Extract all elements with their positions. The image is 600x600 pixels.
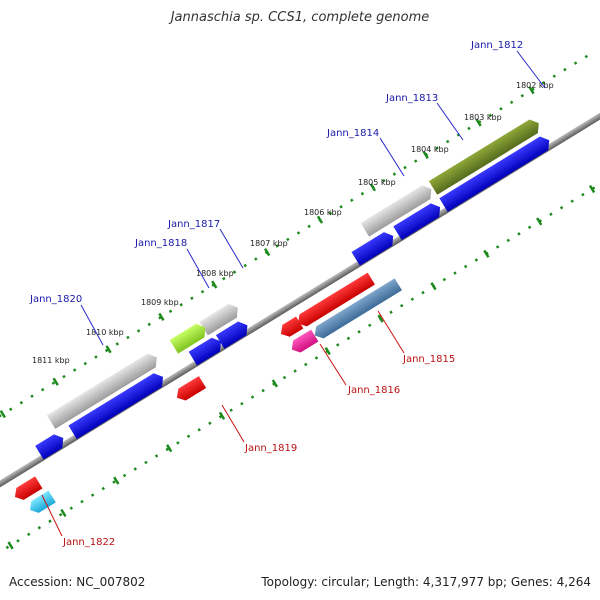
- tick-label: 1803 kbp: [464, 113, 502, 122]
- reverse-gene-arrow[interactable]: [277, 316, 304, 340]
- gene-jann-1812-arrow[interactable]: [428, 116, 543, 195]
- tick-label: 1806 kbp: [304, 208, 342, 217]
- tick-label: 1805 kbp: [358, 178, 396, 187]
- reverse-callouts: [41, 310, 405, 537]
- forward-gene-arrow[interactable]: [439, 133, 553, 212]
- gene-label-forward[interactable]: Jann_1817: [167, 219, 220, 230]
- gene-label-forward[interactable]: Jann_1812: [470, 40, 523, 51]
- page-title: Jannaschia sp. CCS1, complete genome: [170, 10, 430, 25]
- accession-text: Accession: NC_007802: [9, 575, 146, 589]
- forward-gene-labels: Jann_1812 Jann_1813 Jann_1814 Jann_1817 …: [29, 40, 523, 305]
- gene-jann-1818-arrow[interactable]: [169, 321, 210, 354]
- gene-jann-1820-arrow[interactable]: [46, 350, 161, 429]
- gene-jann-1813-arrow[interactable]: [360, 182, 436, 237]
- reverse-gene-labels: Jann_1815 Jann_1816 Jann_1819 Jann_1822: [62, 354, 455, 548]
- reverse-row-2: [26, 278, 402, 516]
- forward-callouts: [80, 50, 546, 346]
- gene-label-forward[interactable]: Jann_1813: [385, 93, 438, 104]
- reverse-dotted-track: [5, 149, 600, 550]
- gene-label-forward[interactable]: Jann_1818: [134, 238, 187, 249]
- reverse-gene-arrow[interactable]: [311, 278, 402, 341]
- gene-jann-1816-arrow[interactable]: [288, 329, 319, 356]
- forward-gene-arrow[interactable]: [351, 229, 398, 266]
- tick-label: 1810 kbp: [86, 328, 124, 337]
- gene-jann-1815-arrow[interactable]: [294, 272, 375, 330]
- gene-label-reverse[interactable]: Jann_1819: [244, 443, 297, 454]
- gene-label-reverse[interactable]: Jann_1815: [402, 354, 455, 365]
- gene-label-forward[interactable]: Jann_1820: [29, 294, 82, 305]
- reverse-row-1: [11, 272, 375, 503]
- gene-jann-1817-arrow[interactable]: [199, 301, 242, 336]
- gene-jann-1822-arrow[interactable]: [11, 476, 43, 503]
- forward-gene-arrow[interactable]: [68, 370, 167, 440]
- tick-label: 1811 kbp: [32, 356, 70, 365]
- topology-text: Topology: circular; Length: 4,317,977 bp…: [261, 575, 591, 589]
- reverse-gene-arrow[interactable]: [26, 490, 56, 516]
- forward-gene-arrow[interactable]: [393, 200, 444, 241]
- forward-gene-arrow[interactable]: [188, 335, 225, 366]
- tick-label: 1802 kbp: [516, 81, 554, 90]
- major-ticks: [0, 86, 596, 550]
- tick-label: 1804 kbp: [411, 145, 449, 154]
- forward-gene-arrow[interactable]: [35, 431, 67, 460]
- tick-label: 1807 kbp: [250, 239, 288, 248]
- tick-label: 1809 kbp: [141, 298, 179, 307]
- gene-label-forward[interactable]: Jann_1814: [326, 128, 379, 139]
- tick-labels: 1802 kbp 1803 kbp 1804 kbp 1805 kbp 1806…: [32, 81, 554, 365]
- tick-label: 1808 kbp: [196, 269, 234, 278]
- gene-label-reverse[interactable]: Jann_1816: [347, 385, 400, 396]
- gene-jann-1819-arrow[interactable]: [173, 376, 207, 404]
- forward-inner-row: [35, 133, 553, 460]
- map-frame: [0, 50, 600, 550]
- forward-outer-row: [46, 116, 543, 429]
- forward-dotted-track: [0, 50, 595, 451]
- forward-gene-arrow[interactable]: [215, 318, 252, 349]
- gene-label-reverse[interactable]: Jann_1822: [62, 537, 115, 548]
